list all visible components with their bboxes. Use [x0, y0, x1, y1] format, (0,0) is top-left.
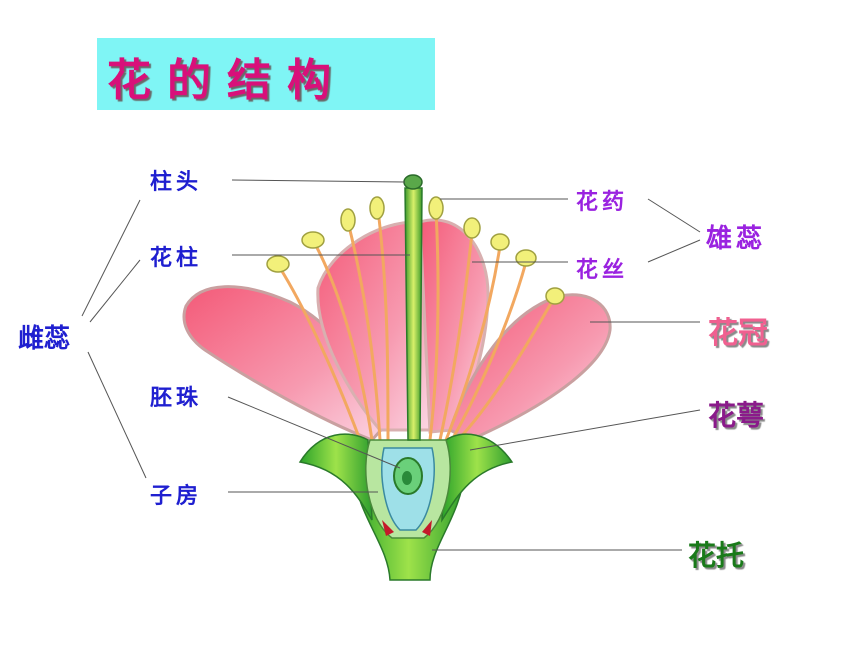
label-calyx: 花萼	[708, 399, 765, 432]
label-receptacle: 花托	[688, 539, 745, 572]
page-title: 花的结构	[107, 55, 347, 106]
label-stigma: 柱头	[150, 170, 203, 195]
calyx	[298, 433, 514, 523]
label-stamen: 雄蕊	[706, 224, 767, 254]
label-style: 花柱	[150, 246, 203, 271]
filaments	[278, 209, 556, 442]
style	[404, 187, 423, 441]
corolla	[182, 218, 612, 442]
label-filament: 花丝	[576, 258, 629, 283]
label-corolla: 花冠	[708, 316, 768, 351]
stigma	[403, 174, 423, 190]
title-banner: 花的结构	[97, 38, 435, 110]
ovary	[365, 439, 451, 539]
label-ovule: 胚珠	[150, 386, 203, 411]
label-pistil: 雌蕊	[18, 324, 71, 354]
label-anther: 花药	[576, 190, 629, 215]
leader-lines	[81, 179, 701, 551]
label-ovary: 子房	[150, 484, 203, 509]
